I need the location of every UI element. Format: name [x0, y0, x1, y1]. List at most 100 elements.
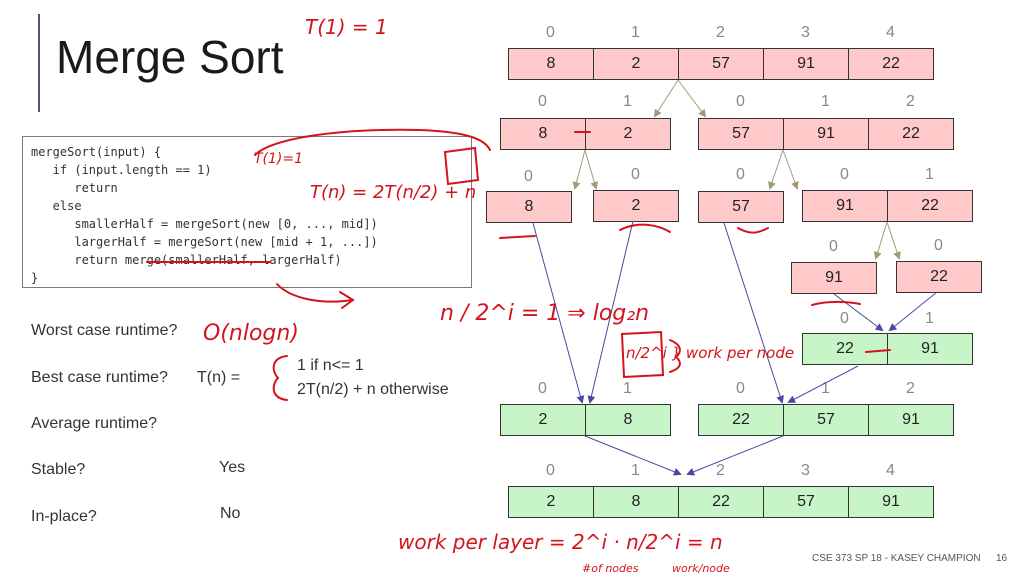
array-index-label: 0: [829, 238, 838, 255]
ink-text: T(1) = 1 T(1)=1 T(n) = 2T(n/2) + n O(nlo…: [203, 15, 794, 575]
array-index-label: 0: [546, 462, 555, 479]
array-cell: 22: [887, 190, 973, 222]
code-line: mergeSort(input) {: [31, 145, 162, 159]
array-cell: 57: [783, 404, 869, 436]
merge-arrow: [587, 220, 634, 404]
array-cell: 57: [763, 486, 849, 518]
answer-in-place: No: [220, 505, 241, 522]
array-cell: 22: [802, 333, 888, 365]
array-index-label: 1: [631, 24, 640, 41]
array-cell: 2: [593, 190, 679, 222]
code-line: largerHalf = mergeSort(new [mid + 1, ...…: [31, 235, 378, 249]
slide-title: Merge Sort: [56, 31, 284, 83]
ink-dash: [865, 349, 891, 353]
merge-arrow: [723, 222, 784, 404]
question-best-case: Best case runtime?: [31, 369, 168, 386]
array-cell: 22: [848, 48, 934, 80]
best-case-line-1: 1 if n<= 1: [297, 357, 364, 374]
array-cell: 22: [868, 118, 954, 150]
ink-onlogn: O(nlogn): [203, 321, 299, 346]
split-arrow: [886, 221, 901, 260]
array-index-label: 0: [736, 166, 745, 183]
ink-work-per-node: n/2^i } work per node: [626, 344, 794, 362]
array-cell: 2: [500, 404, 586, 436]
split-arrow: [782, 149, 799, 190]
split-arrows: [572, 79, 901, 260]
ink-work-node: work/node: [672, 562, 730, 575]
array-cell: 8: [486, 191, 572, 223]
split-arrow: [572, 149, 586, 190]
merge-arrow: [532, 222, 585, 404]
code-line: smallerHalf = mergeSort(new [0, ..., mid…: [31, 217, 378, 231]
merge-arrow: [833, 293, 884, 332]
array-cell: 2: [585, 118, 671, 150]
array-index-label: 1: [623, 93, 632, 110]
best-case-formula-prefix: T(n) =: [197, 369, 241, 386]
array-index-label: 0: [840, 166, 849, 183]
array-index-label: 3: [801, 24, 810, 41]
ink-brace-2: [669, 339, 681, 373]
merge-arrow: [888, 291, 938, 332]
split-arrow: [584, 149, 599, 190]
array-index-label: 2: [906, 93, 915, 110]
question-worst-case: Worst case runtime?: [31, 322, 178, 339]
answer-stable: Yes: [219, 459, 246, 476]
ink-num-nodes: #of nodes: [582, 562, 639, 575]
array-cell: 8: [593, 486, 679, 518]
code-line: return merge(smallerHalf, largerHalf): [31, 253, 342, 267]
array-cell: 91: [868, 404, 954, 436]
array-cell: 91: [848, 486, 934, 518]
merge-arrow: [584, 435, 682, 476]
ink-dash: [811, 300, 861, 306]
code-line: else: [31, 199, 82, 213]
code-line: }: [31, 271, 39, 285]
ink-dash: [499, 235, 536, 239]
pseudocode: mergeSort(input) { if (input.length == 1…: [23, 137, 471, 293]
array-index-label: 4: [886, 462, 895, 479]
code-line: if (input.length == 1): [31, 163, 212, 177]
array-index-label: 1: [821, 93, 830, 110]
title-accent-bar: [38, 14, 40, 112]
array-index-label: 0: [840, 310, 849, 327]
array-cell: 57: [698, 191, 784, 223]
array-cell: 8: [585, 404, 671, 436]
array-index-label: 2: [716, 24, 725, 41]
array-cell: 2: [508, 486, 594, 518]
ink-dash: [619, 223, 671, 233]
code-line: return: [31, 181, 118, 195]
array-cell: 91: [887, 333, 973, 365]
array-index-label: 1: [623, 380, 632, 397]
ink-dash: [737, 227, 769, 234]
ink-brace: [272, 355, 288, 401]
ink-strokes: [146, 128, 891, 401]
array-cell: 8: [508, 48, 594, 80]
array-cell: 2: [593, 48, 679, 80]
array-index-label: 3: [801, 462, 810, 479]
footer: CSE 373 SP 18 - KASEY CHAMPION: [812, 553, 981, 564]
question-in-place: In-place?: [31, 508, 97, 525]
merge-arrow: [686, 435, 784, 476]
ink-box-n: [443, 146, 480, 186]
ink-t1-top: T(1) = 1: [305, 15, 388, 39]
split-arrow: [873, 221, 888, 260]
array-index-label: 0: [546, 24, 555, 41]
array-index-label: 1: [925, 166, 934, 183]
split-arrow: [677, 79, 707, 118]
merge-arrow: [787, 365, 859, 403]
array-index-label: 2: [716, 462, 725, 479]
split-arrow: [653, 79, 679, 118]
split-arrow: [768, 149, 784, 190]
array-index-label: 0: [736, 380, 745, 397]
array-cell: 57: [678, 48, 764, 80]
array-cell: 91: [791, 262, 877, 294]
array-cell: 22: [698, 404, 784, 436]
ink-arrowhead: [339, 291, 355, 309]
ink-work-per-layer: work per layer = 2^i · n/2^i = n: [398, 530, 723, 554]
array-index-label: 0: [736, 93, 745, 110]
array-index-label: 0: [538, 380, 547, 397]
array-index-label: 1: [925, 310, 934, 327]
array-cell: 57: [698, 118, 784, 150]
array-index-label: 0: [934, 237, 943, 254]
question-average: Average runtime?: [31, 415, 157, 432]
